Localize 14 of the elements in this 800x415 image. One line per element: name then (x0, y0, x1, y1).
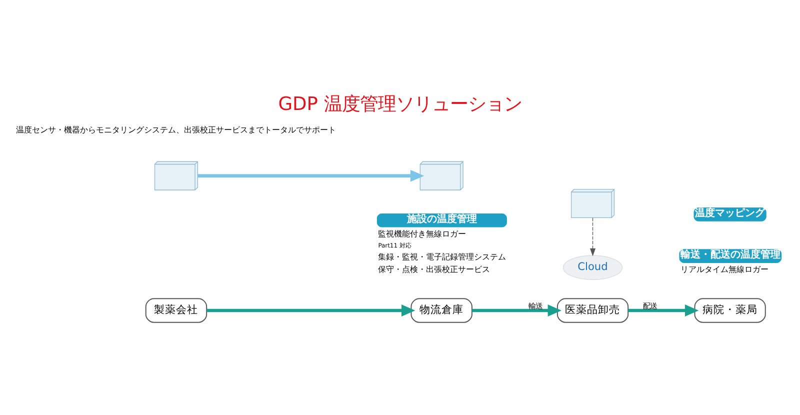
node-box: 物流倉庫 (410, 298, 472, 323)
node-box: 施設の温度管理 (376, 213, 507, 228)
node-box: 製薬会社 (145, 298, 208, 323)
node-box: 医薬品卸売 (556, 298, 629, 323)
arrow (472, 304, 562, 316)
arrow (206, 304, 416, 316)
arrow (628, 304, 699, 316)
node-box: 病院・薬局 (694, 298, 766, 323)
node-box: 温度マッピング (694, 208, 766, 222)
node-ellipse: Cloud (562, 255, 623, 280)
diagram-title: GDP 温度管理ソリューション (278, 94, 522, 116)
arrow (590, 218, 596, 256)
arrow (198, 170, 424, 182)
node-box: 輸送・配送の温度管理 (679, 249, 782, 263)
